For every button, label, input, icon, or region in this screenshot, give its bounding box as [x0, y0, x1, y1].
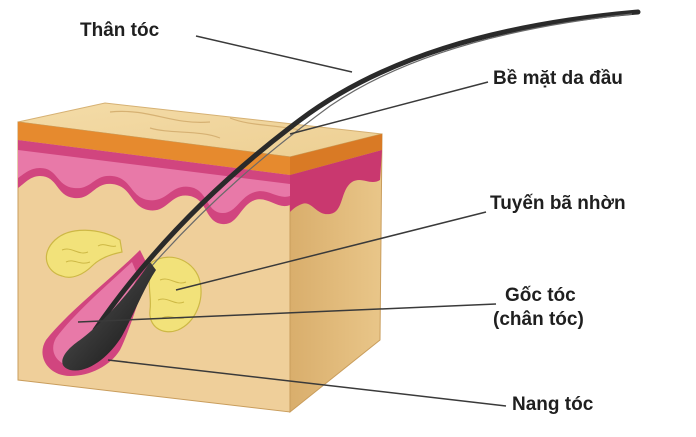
- label-hair-root: Gốc tóc: [505, 285, 576, 308]
- label-hair-root-sub: (chân tóc): [493, 309, 584, 332]
- leader-hair-shaft: [196, 36, 352, 72]
- label-hair-follicle: Nang tóc: [512, 394, 593, 417]
- label-scalp-surface: Bề mặt da đầu: [493, 68, 623, 91]
- label-hair-shaft: Thân tóc: [80, 20, 159, 43]
- label-sebaceous-gland: Tuyến bã nhờn: [490, 193, 626, 216]
